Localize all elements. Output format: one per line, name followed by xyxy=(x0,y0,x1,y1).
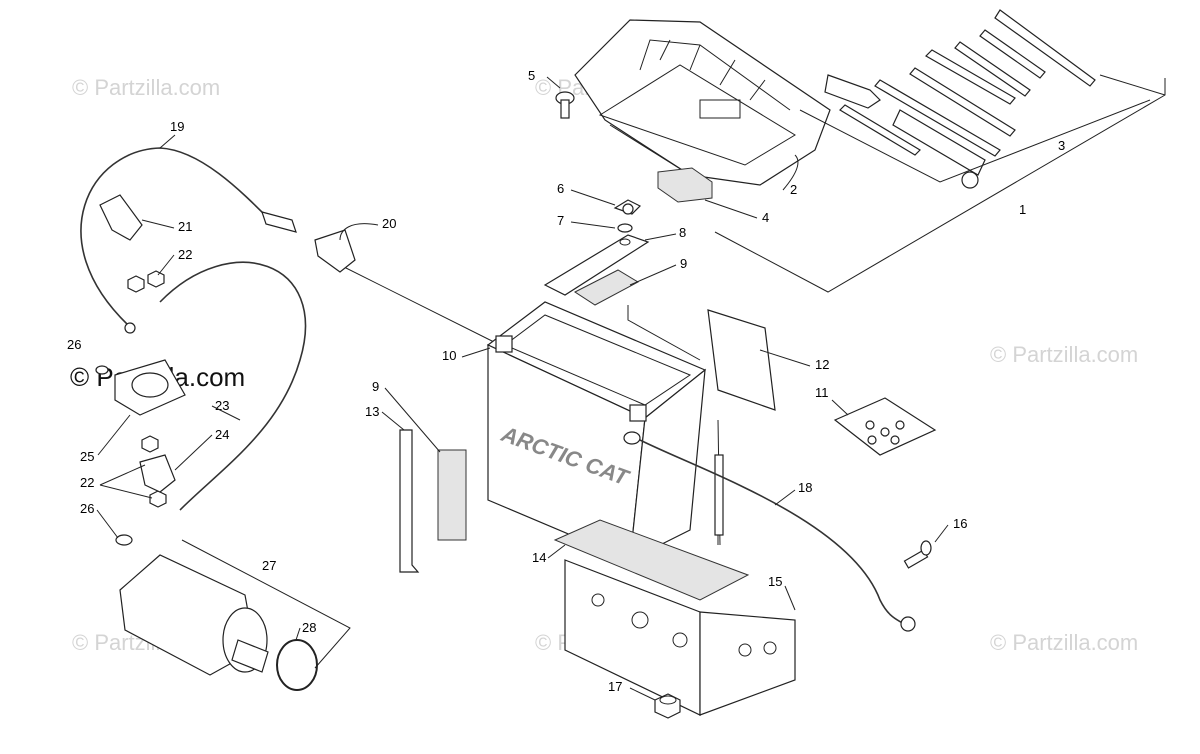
nut-22b xyxy=(141,435,159,453)
callout-26b: 26 xyxy=(80,501,94,516)
o-ring-28 xyxy=(276,639,318,691)
callout-27: 27 xyxy=(262,558,276,573)
leader-lines xyxy=(339,264,721,546)
nut-22c xyxy=(149,490,167,508)
nut-22 xyxy=(147,270,165,288)
callout-9b: 9 xyxy=(372,379,379,394)
terminal-boot-21 xyxy=(99,194,143,241)
tool-kit xyxy=(824,9,1166,189)
foam-pad-9b xyxy=(437,449,467,541)
callout-8: 8 xyxy=(679,225,686,240)
foam-base-14 xyxy=(553,519,750,601)
watermark: © Partzilla.com xyxy=(72,75,220,100)
battery-strap-8 xyxy=(543,234,650,296)
cable-23 xyxy=(159,261,307,511)
terminal-boot-24 xyxy=(139,454,176,493)
bracket-27 xyxy=(181,539,351,669)
callout-4: 4 xyxy=(762,210,769,225)
callout-16: 16 xyxy=(953,516,967,531)
callout-28: 28 xyxy=(302,620,316,635)
washer-7 xyxy=(617,223,633,233)
bracket-3 xyxy=(799,99,1151,183)
nut-17 xyxy=(654,693,681,719)
solenoid-25 xyxy=(114,359,186,416)
callout-3: 3 xyxy=(1058,138,1065,153)
callout-22b: 22 xyxy=(80,475,94,490)
callout-12: 12 xyxy=(815,357,829,372)
watermark: © Partzilla.com xyxy=(990,630,1138,655)
bolt-16 xyxy=(903,540,932,569)
wing-nut-6 xyxy=(613,199,642,215)
starter-motor-27 xyxy=(119,554,269,676)
callout-5: 5 xyxy=(528,68,535,83)
nut-22 xyxy=(127,275,145,293)
battery-10: ARCTIC CAT xyxy=(486,301,707,562)
tool-tray xyxy=(574,19,831,186)
terminal-boot-20 xyxy=(314,229,356,273)
callout-1: 1 xyxy=(1019,202,1026,217)
callout-9: 9 xyxy=(680,256,687,271)
callout-11: 11 xyxy=(815,385,829,400)
foam-block-4 xyxy=(657,167,713,203)
cable-19 xyxy=(80,147,297,334)
bolt-26b xyxy=(115,534,133,546)
battery-tray-15 xyxy=(564,559,796,716)
callout-13: 13 xyxy=(365,404,379,419)
battery-cable-18 xyxy=(623,431,916,632)
callout-10: 10 xyxy=(442,348,456,363)
label-sheet-12 xyxy=(707,309,776,411)
hardware-kit-11 xyxy=(833,397,937,456)
callout-leaders xyxy=(96,76,949,701)
callout-24: 24 xyxy=(215,427,229,442)
bolt-26 xyxy=(95,365,109,375)
callout-17: 17 xyxy=(608,679,622,694)
callout-18: 18 xyxy=(798,480,812,495)
watermark: © Partzilla.com xyxy=(990,342,1138,367)
strap-bolt xyxy=(714,454,724,536)
bracket-1 xyxy=(714,78,1166,293)
callout-25: 25 xyxy=(80,449,94,464)
callout-15: 15 xyxy=(768,574,782,589)
callout-22: 22 xyxy=(178,247,192,262)
callout-19: 19 xyxy=(170,119,184,134)
callouts: 1 2 3 4 5 6 7 8 9 9 10 11 12 13 14 15 16… xyxy=(67,68,1065,694)
callout-20: 20 xyxy=(382,216,396,231)
callout-14: 14 xyxy=(532,550,546,565)
callout-26: 26 xyxy=(67,337,81,352)
callout-2: 2 xyxy=(790,182,797,197)
callout-6: 6 xyxy=(557,181,564,196)
callout-7: 7 xyxy=(557,213,564,228)
strap-13 xyxy=(399,429,420,573)
bolt-5 xyxy=(555,91,575,119)
callout-21: 21 xyxy=(178,219,192,234)
